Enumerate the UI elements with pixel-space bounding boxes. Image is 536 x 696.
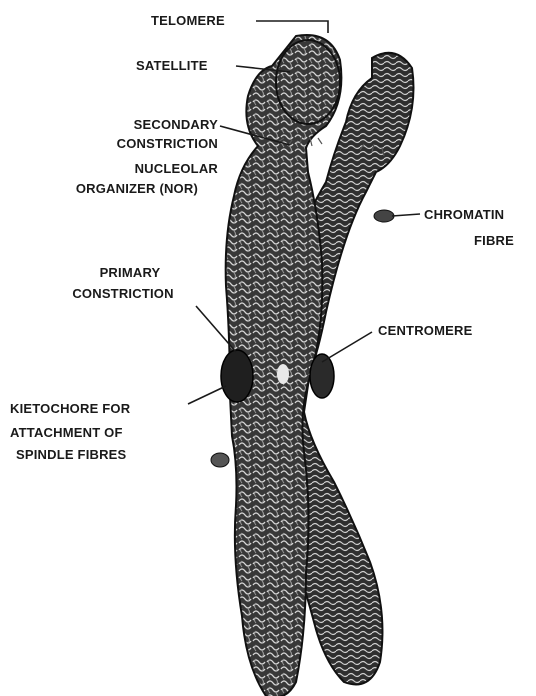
- kinetochore-right: [310, 354, 334, 398]
- nucleolar-organizer-label-2: ORGANIZER (NOR): [38, 180, 198, 198]
- secondary-constriction-label-1: SECONDARY: [78, 116, 218, 134]
- secondary-constriction-label-2: CONSTRICTION: [68, 135, 218, 153]
- kinetochore-label-1: KIETOCHORE FOR: [10, 400, 130, 418]
- kinetochore-left: [221, 350, 253, 402]
- satellite-knob: [276, 40, 340, 124]
- nucleolar-organizer-label-1: NUCLEOLAR: [68, 160, 218, 178]
- telomere-leader: [256, 21, 328, 33]
- kinetochore-label-2: ATTACHMENT OF: [10, 424, 123, 442]
- centromere-label: CENTROMERE: [378, 322, 472, 340]
- chromatin-leader: [392, 214, 420, 216]
- chromatin-fibre-label-1: CHROMATIN: [424, 206, 504, 224]
- satellite-label: SATELLITE: [136, 57, 208, 75]
- telomere-label: TELOMERE: [151, 12, 225, 30]
- chromatin-fibre-label-2: FIBRE: [474, 232, 514, 250]
- kinetochore-label-3: SPINDLE FIBRES: [16, 446, 126, 464]
- primary-constriction-label-2: CONSTRICTION: [48, 285, 198, 303]
- spindle-bleb: [211, 453, 229, 467]
- primary-constriction-label-1: PRIMARY: [70, 264, 190, 282]
- centromere-leader: [322, 332, 372, 362]
- centromere-highlight: [277, 364, 289, 384]
- kinetochore-leader: [188, 386, 226, 404]
- chromatin-bleb: [374, 210, 394, 222]
